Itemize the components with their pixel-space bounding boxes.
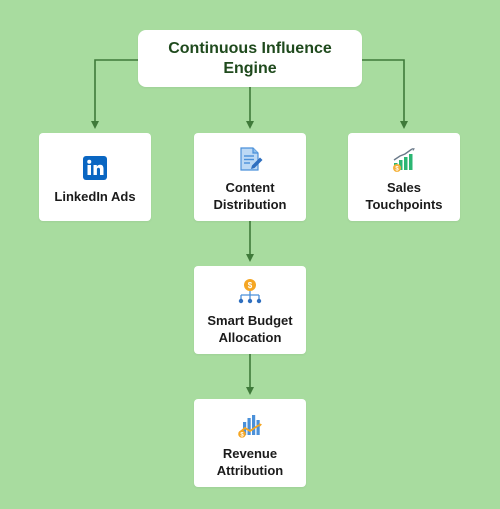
node-sales-touchpoints-label: Sales Touchpoints [365, 180, 443, 212]
node-sales-touchpoints: $ Sales Touchpoints [348, 133, 460, 221]
node-smart-budget-allocation-label: Smart Budget Allocation [207, 313, 293, 345]
budget-allocation-icon: $ [238, 279, 262, 304]
svg-text:$: $ [240, 433, 244, 439]
connector-root-sales [362, 59, 408, 129]
linkedin-icon [83, 155, 107, 180]
root-node: Continuous Influence Engine [138, 30, 362, 87]
node-content-distribution: Content Distribution [194, 133, 306, 221]
revenue-chart-icon: $ [238, 415, 262, 439]
document-edit-icon [240, 147, 263, 171]
node-revenue-attribution-label: Revenue Attribution [216, 446, 284, 478]
connector-root-linkedin [91, 59, 138, 129]
root-node-label: Continuous Influence Engine [168, 39, 332, 77]
svg-text:$: $ [248, 281, 253, 290]
node-smart-budget-allocation: $ Smart Budget Allocation [194, 266, 306, 354]
node-content-distribution-label: Content Distribution [213, 180, 287, 212]
node-linkedin-ads: LinkedIn Ads [39, 133, 151, 221]
growth-chart-icon: $ [393, 148, 415, 173]
node-linkedin-ads-label: LinkedIn Ads [54, 188, 136, 204]
svg-text:$: $ [395, 167, 399, 173]
node-revenue-attribution: $ Revenue Attribution [194, 399, 306, 487]
